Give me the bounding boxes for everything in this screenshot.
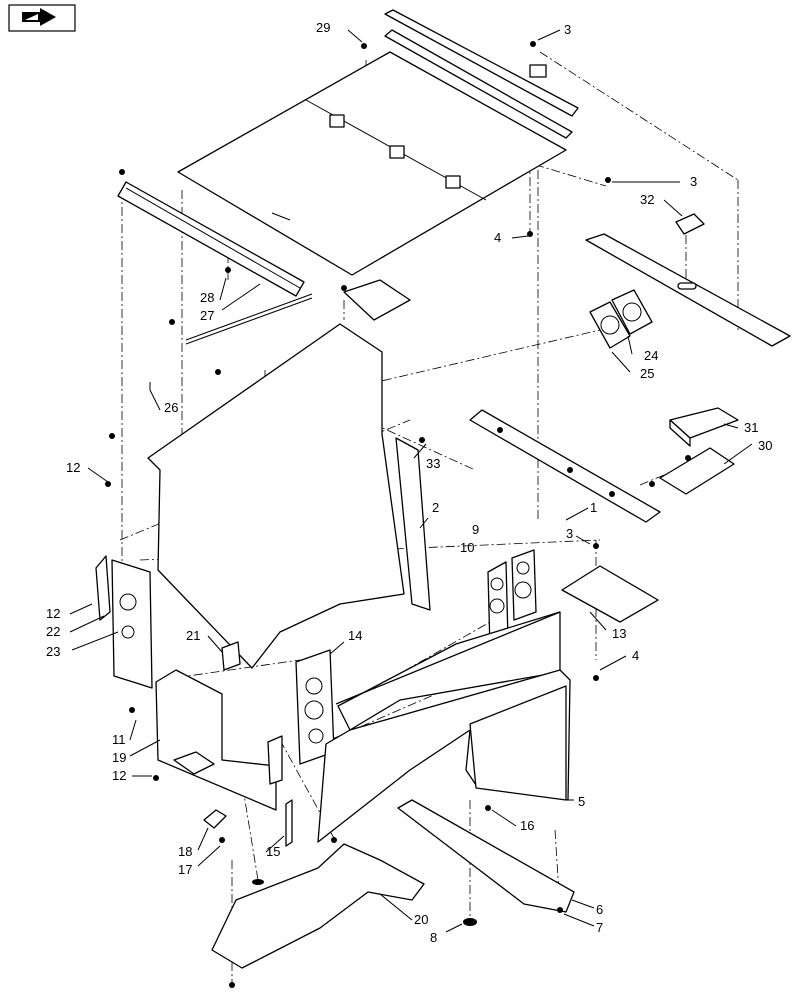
leader-lines <box>69 29 753 933</box>
next-page-arrow-icon[interactable] <box>8 4 76 32</box>
callout-14: 14 <box>348 628 362 643</box>
callout-21: 21 <box>186 628 200 643</box>
gasket-plates <box>589 289 653 349</box>
callout-4: 4 <box>632 648 639 663</box>
callout-24: 24 <box>644 348 658 363</box>
small-bracket <box>221 641 241 671</box>
cross-beam <box>469 409 661 523</box>
callout-15: 15 <box>266 844 280 859</box>
callout-9: 9 <box>472 522 479 537</box>
lower-left-bracket <box>155 669 283 811</box>
cover-plate <box>561 565 659 623</box>
callout-2: 2 <box>432 500 439 515</box>
callout-19: 19 <box>112 750 126 765</box>
callout-23: 23 <box>46 644 60 659</box>
callout-30: 30 <box>758 438 772 453</box>
step-assembly <box>211 843 425 969</box>
callout-18: 18 <box>178 844 192 859</box>
top-plate-assembly <box>177 9 579 321</box>
callout-labels: 29 3 3 32 4 28 27 26 12 33 2 1 24 25 31 … <box>46 20 772 945</box>
callout-27: 27 <box>200 308 214 323</box>
callout-33: 33 <box>426 456 440 471</box>
callout-31: 31 <box>744 420 758 435</box>
callout-4: 4 <box>494 230 501 245</box>
callout-17: 17 <box>178 862 192 877</box>
callout-29: 29 <box>316 20 330 35</box>
vertical-bracket <box>285 799 293 847</box>
callout-11: 11 <box>112 732 126 747</box>
callout-13: 13 <box>612 626 626 641</box>
upper-cab-panel <box>147 323 431 669</box>
callout-25: 25 <box>640 366 654 381</box>
lower-right-panel <box>397 799 575 913</box>
callout-20: 20 <box>414 912 428 927</box>
callout-8: 8 <box>430 930 437 945</box>
side-plates <box>487 549 537 651</box>
callout-12: 12 <box>112 768 126 783</box>
rear-flat-bar <box>585 213 791 347</box>
callout-7: 7 <box>596 920 603 935</box>
callout-6: 6 <box>596 902 603 917</box>
callout-26: 26 <box>164 400 178 415</box>
top-angle-bracket <box>117 181 313 345</box>
callout-12: 12 <box>66 460 80 475</box>
callout-28: 28 <box>200 290 214 305</box>
callout-16: 16 <box>520 818 534 833</box>
left-pillar <box>95 555 153 689</box>
lower-body-panel <box>317 611 571 843</box>
callout-5: 5 <box>578 794 585 809</box>
callout-3: 3 <box>690 174 697 189</box>
box-assembly <box>659 407 739 495</box>
clip-bracket <box>203 809 227 829</box>
fasteners <box>105 41 691 988</box>
callout-3: 3 <box>566 526 573 541</box>
callout-10: 10 <box>460 540 474 555</box>
callout-22: 22 <box>46 624 60 639</box>
callout-1: 1 <box>590 500 597 515</box>
callout-12: 12 <box>46 606 60 621</box>
callout-3: 3 <box>564 22 571 37</box>
callout-32: 32 <box>640 192 654 207</box>
